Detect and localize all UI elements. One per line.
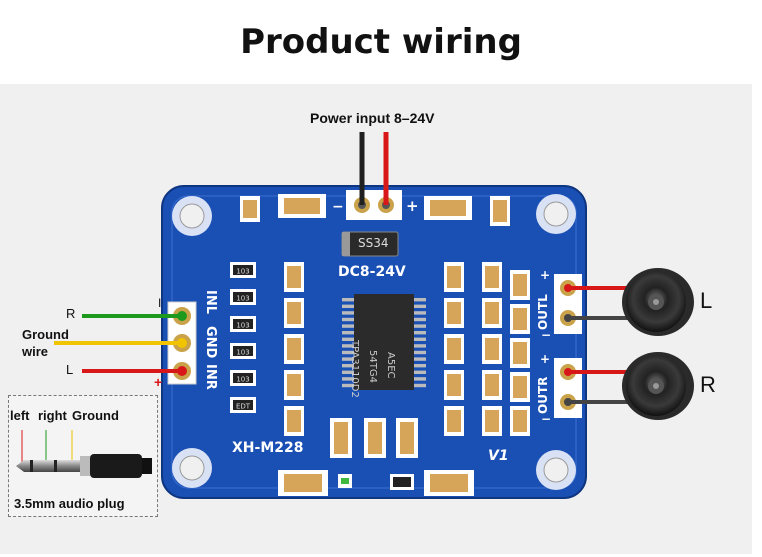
input-ground-label: Ground wire (22, 327, 69, 359)
smd-capacitor (490, 196, 510, 226)
power-minus-label: − (332, 199, 344, 215)
mounting-hole-icon (536, 194, 576, 234)
smd-capacitor (510, 406, 530, 436)
diode-marking: SS34 (358, 236, 389, 250)
smd-capacitor (284, 370, 304, 400)
version-silkscreen: V1 (488, 448, 509, 464)
amplifier-chip (342, 294, 426, 390)
smd-capacitor (444, 298, 464, 328)
smd-resistor: 103 (230, 316, 256, 332)
resistor-code: 103 (236, 349, 249, 357)
speaker-right-label: R (700, 372, 716, 397)
smd-capacitor (284, 298, 304, 328)
smd-resistor: EDT (230, 397, 256, 413)
chip-marking-3: A5EC (385, 352, 396, 379)
outl-minus-label: − (541, 328, 552, 342)
mounting-hole-icon (172, 196, 212, 236)
smd-capacitor (510, 338, 530, 368)
audio-plug-icon (16, 430, 152, 478)
speaker-right-icon (622, 352, 694, 420)
plug-left-label: left (10, 408, 30, 423)
input-plus-marker: + (154, 374, 163, 390)
resistor-code: 103 (236, 322, 249, 330)
capacitor-column (482, 262, 502, 436)
resistor-code: 103 (236, 376, 249, 384)
outl-plus-label: + (540, 268, 551, 282)
speaker-left-label: L (700, 288, 713, 313)
input-r-label: R (66, 306, 76, 321)
smd-capacitor (482, 370, 502, 400)
chip-marking-2: 54TG4 (367, 350, 378, 383)
outr-minus-label: − (541, 412, 552, 426)
smd-capacitor (444, 262, 464, 292)
voltage-silkscreen: DC8-24V (338, 264, 406, 280)
smd-capacitor (396, 418, 418, 458)
power-input-label: Power input 8–24V (310, 110, 435, 126)
smd-capacitor (482, 406, 502, 436)
pcb-label-outr: OUTR (536, 376, 550, 414)
smd-capacitor (444, 370, 464, 400)
smd-capacitor (510, 372, 530, 402)
smd-capacitor (444, 334, 464, 364)
plug-ground-label: Ground (72, 408, 119, 423)
smd-capacitor (284, 406, 304, 436)
smd-capacitor (444, 406, 464, 436)
smd-resistor: 103 (230, 370, 256, 386)
smd-resistor: 103 (230, 343, 256, 359)
smd-capacitor (284, 262, 304, 292)
smd-capacitor (482, 298, 502, 328)
pcb-label-inr: INR (203, 364, 218, 390)
pcb-label-outl: OUTL (536, 294, 550, 330)
mounting-hole-icon (536, 450, 576, 490)
smd-capacitor (510, 270, 530, 300)
pcb-label-gnd: GND (203, 326, 218, 359)
pcb-label-inl: INL (203, 290, 218, 315)
page-title: Product wiring (240, 22, 522, 62)
smd-capacitor (278, 194, 326, 218)
plug-right-label: right (38, 408, 67, 423)
chip-marking-1: TPA3110D2 (349, 340, 360, 398)
smd-led (338, 474, 352, 488)
resistor-code: EDT (236, 403, 251, 411)
resistor-code: 103 (236, 268, 249, 276)
resistor-code: 103 (236, 295, 249, 303)
smd-capacitor (482, 262, 502, 292)
capacitor-column (444, 262, 464, 436)
input-pin-marker: I (158, 296, 162, 310)
outr-plus-label: + (540, 352, 551, 366)
smd-resistor: 103 (230, 289, 256, 305)
smd-resistor: 103 (230, 262, 256, 278)
plug-caption: 3.5mm audio plug (14, 496, 125, 511)
model-silkscreen: XH-M228 (232, 440, 304, 456)
input-l-label: L (66, 362, 74, 377)
smd-capacitor (482, 334, 502, 364)
smd-resistor (390, 474, 414, 490)
smd-capacitor (424, 470, 474, 496)
smd-capacitor (330, 418, 352, 458)
smd-capacitor (424, 196, 472, 220)
smd-capacitor (284, 334, 304, 364)
smd-capacitor (510, 304, 530, 334)
smd-capacitor (364, 418, 386, 458)
smd-capacitor (278, 470, 328, 496)
power-plus-label: + (406, 197, 419, 215)
mounting-hole-icon (172, 448, 212, 488)
capacitor-column (284, 262, 304, 436)
speaker-left-icon (622, 268, 694, 336)
smd-capacitor (240, 196, 260, 222)
capacitor-column (510, 270, 530, 436)
